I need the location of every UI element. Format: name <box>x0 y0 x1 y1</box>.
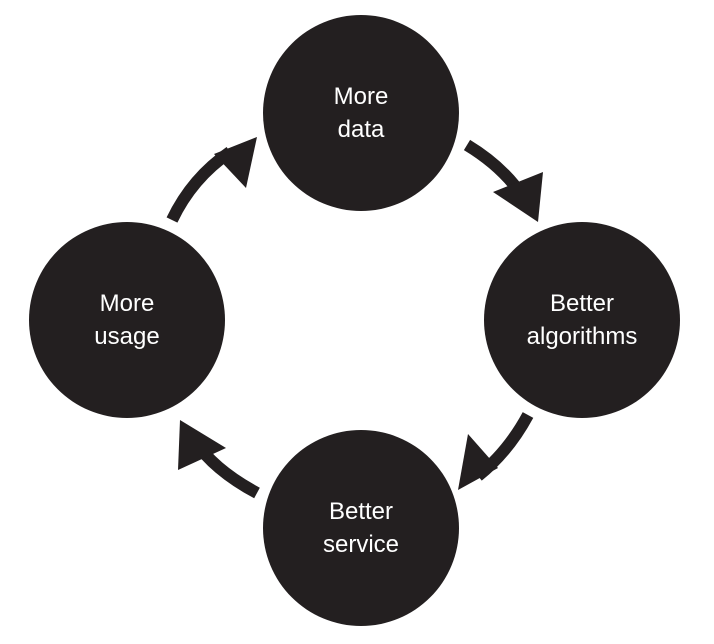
arrow-more-data-to-better-algorithms <box>463 139 543 222</box>
node-more-usage: More usage <box>29 222 225 418</box>
node-label-line: More <box>333 83 389 110</box>
arrow-better-algorithms-to-better-service <box>458 412 534 490</box>
node-better-service: Better service <box>263 430 459 626</box>
node-label-line: usage <box>94 323 160 350</box>
node-label-more-usage: More usage <box>94 287 159 353</box>
node-label-line: Better <box>328 498 394 525</box>
node-label-line: algorithms <box>526 323 638 350</box>
arrow-more-usage-to-more-data <box>166 137 257 223</box>
arrow-better-service-to-more-usage <box>178 420 260 499</box>
node-label-line: service <box>322 531 400 558</box>
node-label-line: data <box>337 116 385 143</box>
node-label-better-algorithms: Better algorithms <box>527 287 638 353</box>
node-better-algorithms: Better algorithms <box>484 222 680 418</box>
node-label-line: Better <box>549 290 615 317</box>
node-label-more-data: More data <box>334 80 389 146</box>
node-label-line: More <box>99 290 155 317</box>
node-label-better-service: Better service <box>323 495 399 561</box>
node-more-data: More data <box>263 15 459 211</box>
